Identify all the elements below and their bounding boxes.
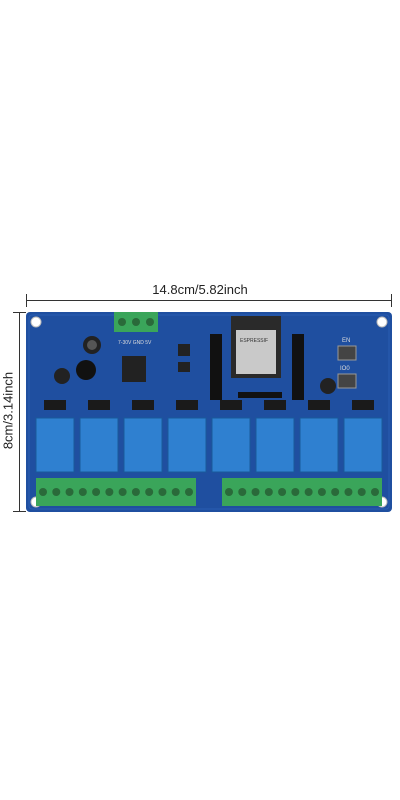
terminal-screw xyxy=(171,488,180,496)
terminal-screw xyxy=(131,488,140,496)
relay xyxy=(123,417,163,473)
relay-board-photo: 7-30V GND 5V ESPRESSIF EN IO0 xyxy=(26,312,392,512)
terminal-block xyxy=(36,478,196,506)
terminal-screw xyxy=(92,488,101,496)
terminal-screw xyxy=(357,488,366,496)
terminal-screw xyxy=(251,488,260,496)
relay-driver xyxy=(44,400,66,410)
width-dimension-label: 14.8cm/5.82inch xyxy=(152,282,248,297)
relay xyxy=(343,417,383,473)
relay xyxy=(35,417,75,473)
terminal-block xyxy=(222,478,382,506)
relay xyxy=(211,417,251,473)
relay-driver xyxy=(264,400,286,410)
terminal-screw xyxy=(278,488,287,496)
terminal-screw xyxy=(264,488,273,496)
relay xyxy=(255,417,295,473)
voltage-regulator xyxy=(122,356,146,382)
terminal-screw xyxy=(225,488,233,496)
terminal-screw xyxy=(291,488,300,496)
terminal-screw xyxy=(344,488,353,496)
terminal-screw xyxy=(185,488,193,496)
inductor xyxy=(76,360,96,380)
capacitor xyxy=(320,378,336,394)
svg-text:IO0: IO0 xyxy=(340,366,350,372)
terminal-screw xyxy=(304,488,313,496)
relay xyxy=(79,417,119,473)
svg-text:ESPRESSIF: ESPRESSIF xyxy=(240,338,268,344)
width-dimension-line xyxy=(26,294,392,307)
terminal-screw xyxy=(39,488,47,496)
terminal-screw xyxy=(52,488,61,496)
pin-header-left xyxy=(210,334,222,400)
mount-hole-icon xyxy=(30,316,42,328)
svg-text:EN: EN xyxy=(342,338,350,344)
terminal-screw xyxy=(317,488,326,496)
relay xyxy=(167,417,207,473)
relay-driver xyxy=(308,400,330,410)
relay-driver xyxy=(220,400,242,410)
terminal-screw xyxy=(331,488,340,496)
height-dimension-line xyxy=(13,312,26,512)
en-button xyxy=(337,345,357,361)
relay-driver xyxy=(132,400,154,410)
esp32-module: ESPRESSIF xyxy=(231,316,281,378)
power-label: 7-30V GND 5V xyxy=(118,340,152,346)
terminal-screw xyxy=(145,488,154,496)
capacitor xyxy=(54,368,70,384)
io0-button xyxy=(337,373,357,389)
relay-driver xyxy=(176,400,198,410)
pin-header-right xyxy=(292,334,304,400)
terminal-screw xyxy=(65,488,74,496)
relay xyxy=(299,417,339,473)
terminal-screw xyxy=(105,488,114,496)
terminal-screw xyxy=(238,488,247,496)
power-terminal xyxy=(114,312,158,332)
height-dimension-label: 8cm/3.14inch xyxy=(0,371,16,450)
relay-driver xyxy=(352,400,374,410)
terminal-screw xyxy=(78,488,87,496)
relay-driver xyxy=(88,400,110,410)
mount-hole-icon xyxy=(376,316,388,328)
terminal-screw xyxy=(371,488,379,496)
terminal-screw xyxy=(118,488,127,496)
terminal-screw xyxy=(158,488,167,496)
